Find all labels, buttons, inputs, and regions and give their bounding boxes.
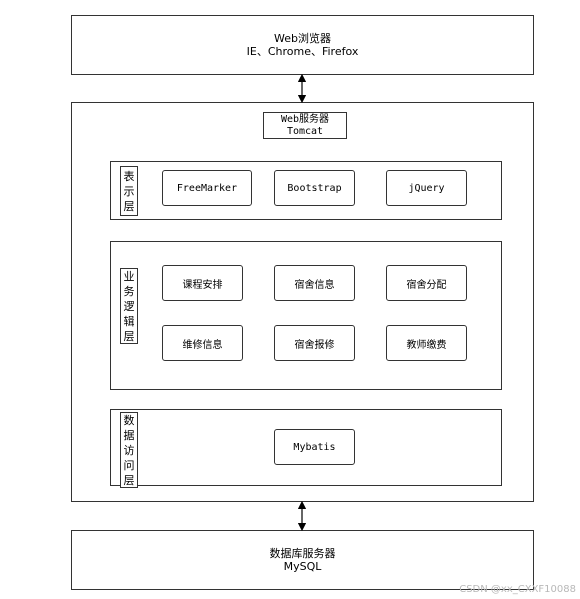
database-server-title: 数据库服务器 bbox=[269, 547, 336, 560]
dorm-info-box: 宿舍信息 bbox=[274, 265, 355, 301]
data-access-label-char: 访 bbox=[123, 443, 135, 457]
mybatis-label: Mybatis bbox=[293, 441, 336, 453]
jquery-box: jQuery bbox=[386, 170, 467, 206]
business-label-char: 层 bbox=[123, 329, 135, 343]
presentation-label-char: 层 bbox=[123, 199, 135, 213]
mybatis-box: Mybatis bbox=[274, 429, 355, 465]
freemarker-label: FreeMarker bbox=[176, 182, 238, 194]
data-access-layer-label: 数 据 访 问 层 bbox=[120, 412, 138, 488]
web-server-title: Web服务器 bbox=[280, 113, 330, 125]
business-logic-layer-label: 业 务 逻 辑 层 bbox=[120, 268, 138, 344]
dorm-repair-request-box: 宿舍报修 bbox=[274, 325, 355, 361]
data-access-label-char: 问 bbox=[123, 458, 135, 472]
web-browser-list: IE、Chrome、Firefox bbox=[246, 45, 359, 58]
bootstrap-box: Bootstrap bbox=[274, 170, 355, 206]
repair-info-box: 维修信息 bbox=[162, 325, 243, 361]
bootstrap-label: Bootstrap bbox=[287, 182, 342, 194]
watermark: CSDN @xx_CXXF10088 bbox=[459, 584, 576, 595]
presentation-label-char: 表 bbox=[123, 169, 135, 183]
business-label-char: 业 bbox=[123, 269, 135, 283]
dorm-allocation-box: 宿舍分配 bbox=[386, 265, 467, 301]
dorm-repair-request-label: 宿舍报修 bbox=[294, 339, 335, 351]
dorm-allocation-label: 宿舍分配 bbox=[406, 279, 447, 291]
data-access-label-char: 数 bbox=[123, 413, 135, 427]
jquery-label: jQuery bbox=[408, 182, 445, 194]
presentation-layer-label: 表 示 层 bbox=[120, 166, 138, 216]
web-server-name: Tomcat bbox=[286, 125, 324, 137]
business-logic-layer bbox=[110, 241, 502, 390]
data-access-label-char: 据 bbox=[123, 428, 135, 442]
business-label-char: 逻 bbox=[123, 299, 135, 313]
freemarker-box: FreeMarker bbox=[162, 170, 252, 206]
course-schedule-box: 课程安排 bbox=[162, 265, 243, 301]
business-label-char: 辑 bbox=[123, 314, 135, 328]
database-server-name: MySQL bbox=[283, 560, 322, 573]
teacher-payment-box: 教师缴费 bbox=[386, 325, 467, 361]
repair-info-label: 维修信息 bbox=[182, 339, 223, 351]
course-schedule-label: 课程安排 bbox=[182, 279, 223, 291]
business-label-char: 务 bbox=[123, 284, 135, 298]
presentation-label-char: 示 bbox=[123, 184, 135, 198]
web-server-label-box: Web服务器 Tomcat bbox=[263, 112, 347, 139]
database-server-box: 数据库服务器 MySQL bbox=[71, 530, 534, 590]
web-browser-box: Web浏览器 IE、Chrome、Firefox bbox=[71, 15, 534, 75]
web-browser-title: Web浏览器 bbox=[274, 32, 331, 45]
dorm-info-label: 宿舍信息 bbox=[294, 279, 335, 291]
data-access-label-char: 层 bbox=[123, 473, 135, 487]
teacher-payment-label: 教师缴费 bbox=[406, 339, 447, 351]
